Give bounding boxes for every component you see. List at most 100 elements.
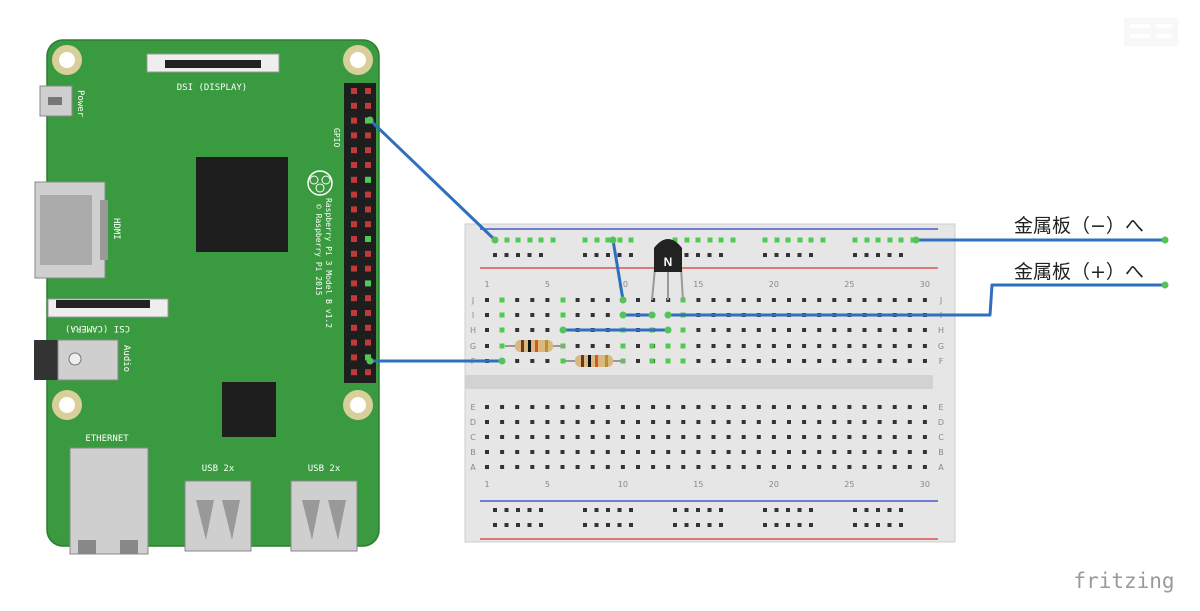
- active-hole: [864, 237, 870, 243]
- row-letter-right: F: [939, 357, 944, 366]
- breadboard-hole: [500, 465, 505, 469]
- rail-hole: [539, 523, 543, 527]
- breadboard-hole: [681, 465, 686, 469]
- breadboard-hole: [485, 344, 489, 348]
- breadboard-hole: [877, 465, 882, 469]
- active-hole: [852, 237, 858, 243]
- breadboard-hole: [877, 420, 882, 424]
- breadboard-hole: [530, 435, 535, 439]
- gpio-pin: [365, 310, 371, 316]
- breadboard-hole: [877, 298, 882, 302]
- breadboard-hole: [620, 420, 625, 424]
- row-letter-left: J: [471, 296, 474, 305]
- breadboard-hole: [862, 344, 867, 348]
- breadboard-hole: [741, 465, 746, 469]
- center-channel: [465, 375, 933, 389]
- rail-hole: [617, 253, 622, 257]
- breadboard-hole: [892, 435, 897, 439]
- breadboard-hole: [696, 405, 701, 409]
- active-hole: [680, 327, 686, 333]
- breadboard-hole: [651, 420, 656, 424]
- breadboard-hole: [802, 405, 807, 409]
- breadboard-hole: [756, 344, 761, 348]
- breadboard-hole: [907, 344, 912, 348]
- rail-hole: [786, 523, 790, 527]
- breadboard-hole: [636, 298, 640, 302]
- active-hole: [594, 237, 600, 243]
- breadboard-hole: [907, 298, 912, 302]
- rail-hole: [876, 253, 880, 257]
- breadboard-hole: [802, 465, 807, 469]
- breadboard-hole: [590, 420, 595, 424]
- breadboard-hole: [877, 328, 882, 332]
- breadboard-hole: [515, 435, 520, 439]
- breadboard-hole: [877, 435, 882, 439]
- rail-hole: [696, 253, 700, 257]
- rail-hole: [797, 523, 802, 527]
- breadboard-hole: [545, 405, 550, 409]
- gpio-pin: [365, 339, 371, 346]
- breadboard-hole: [862, 465, 867, 469]
- audio-label: Audio: [121, 345, 131, 372]
- active-hole: [707, 237, 713, 243]
- breadboard-hole: [515, 359, 520, 363]
- rail-hole: [583, 253, 587, 257]
- row-letter-right: G: [938, 342, 944, 351]
- mounting-holes: [52, 45, 373, 420]
- label-metal-minus: 金属板（−）へ: [1014, 215, 1144, 237]
- rail-hole: [673, 523, 677, 527]
- column-number-bottom: 5: [545, 480, 550, 489]
- breadboard-hole: [696, 328, 701, 332]
- active-hole: [515, 237, 521, 243]
- breadboard-hole: [922, 359, 927, 363]
- breadboard-hole: [726, 298, 731, 302]
- usb2-label: USB 2x: [308, 464, 341, 474]
- breadboard-hole: [575, 420, 580, 424]
- breadboard-hole: [787, 328, 791, 332]
- breadboard-hole: [832, 435, 837, 439]
- rail-hole: [539, 253, 543, 257]
- column-number-bottom: 25: [844, 480, 854, 489]
- breadboard-hole: [787, 344, 791, 348]
- gpio-pin: [351, 221, 357, 228]
- breadboard-hole: [545, 298, 550, 302]
- breadboard-hole: [711, 344, 716, 348]
- active-hole: [504, 237, 510, 243]
- rail-hole: [887, 508, 892, 512]
- breadboard-hole: [862, 435, 867, 439]
- gpio-pin: [351, 310, 357, 316]
- breadboard-hole: [877, 344, 882, 348]
- breadboard-hole: [922, 344, 927, 348]
- rail-hole: [527, 523, 532, 527]
- breadboard-hole: [817, 465, 822, 469]
- breadboard-hole: [802, 328, 807, 332]
- breadboard-hole: [922, 420, 927, 424]
- breadboard-hole: [605, 344, 610, 348]
- breadboard-hole: [696, 298, 701, 302]
- breadboard-hole: [726, 465, 731, 469]
- breadboard-hole: [847, 359, 852, 363]
- breadboard-hole: [922, 405, 927, 409]
- breadboard-hole: [620, 405, 625, 409]
- model-text-1: Raspberry Pi 3 Model B v1.2: [324, 198, 333, 328]
- rail-hole: [539, 508, 543, 512]
- active-hole: [560, 312, 566, 318]
- breadboard-hole: [605, 405, 610, 409]
- rail-hole: [527, 508, 532, 512]
- rail-hole: [629, 508, 633, 512]
- row-letter-right: E: [938, 403, 943, 412]
- breadboard-hole: [726, 405, 731, 409]
- row-letter-left: H: [470, 326, 476, 335]
- rail-hole: [629, 523, 633, 527]
- breadboard-hole: [832, 405, 837, 409]
- gpio-pin: [365, 295, 371, 302]
- breadboard-hole: [620, 435, 625, 439]
- rail-hole: [887, 253, 892, 257]
- rail-hole: [583, 523, 587, 527]
- column-number-bottom: 1: [484, 480, 489, 489]
- active-hole: [582, 237, 588, 243]
- gpio-pins: [351, 88, 371, 376]
- breadboard-hole: [530, 328, 535, 332]
- breadboard-hole: [636, 450, 640, 454]
